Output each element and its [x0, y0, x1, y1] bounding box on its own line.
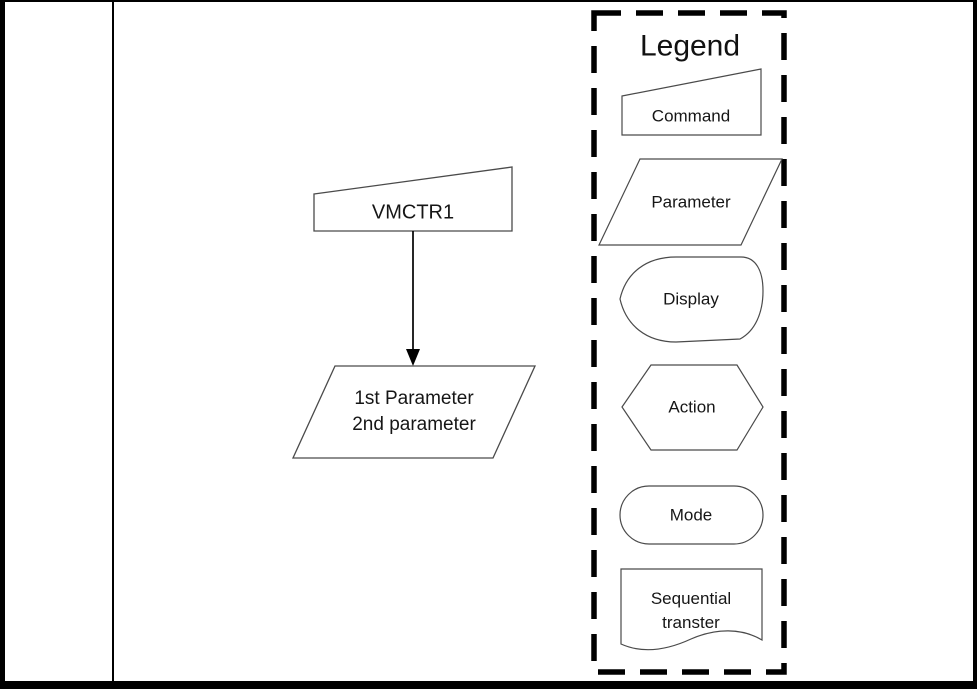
page-bottom-rule: [5, 681, 973, 689]
parameter-node-shape: [291, 365, 537, 459]
flowchart-canvas: [291, 10, 787, 675]
parameter-line-1: 1st Parameter: [354, 388, 474, 409]
legend-display-label: Display: [663, 289, 719, 309]
left-column-divider: [112, 2, 114, 681]
legend-parameter-shape: [598, 158, 783, 246]
legend-display-shape: [619, 256, 764, 343]
legend-action-shape: [621, 364, 764, 451]
arrowhead-down-icon: [406, 349, 420, 366]
parameter-line-2: 2nd parameter: [352, 414, 476, 435]
parameter-node-label: 1st Parameter 2nd parameter: [352, 386, 476, 438]
legend-mode-shape: [619, 485, 764, 545]
legend-command-label: Command: [651, 106, 731, 126]
command-node-label: VMCTR1: [371, 201, 455, 224]
legend-action-label: Action: [668, 397, 716, 417]
legend-sequential-line-1: Sequential: [650, 589, 732, 608]
legend-dashed-border: [591, 10, 787, 675]
legend-mode-label: Mode: [669, 505, 713, 525]
legend-parameter-label: Parameter: [651, 192, 731, 212]
command-node-shape: [313, 166, 513, 232]
legend-sequential-line-2: transter: [662, 613, 720, 632]
legend-command-shape: [621, 68, 762, 136]
legend-title: Legend: [639, 29, 741, 63]
legend-sequential-transfer-shape: [620, 568, 763, 651]
legend-sequential-transfer-label: Sequential transter: [651, 587, 731, 635]
